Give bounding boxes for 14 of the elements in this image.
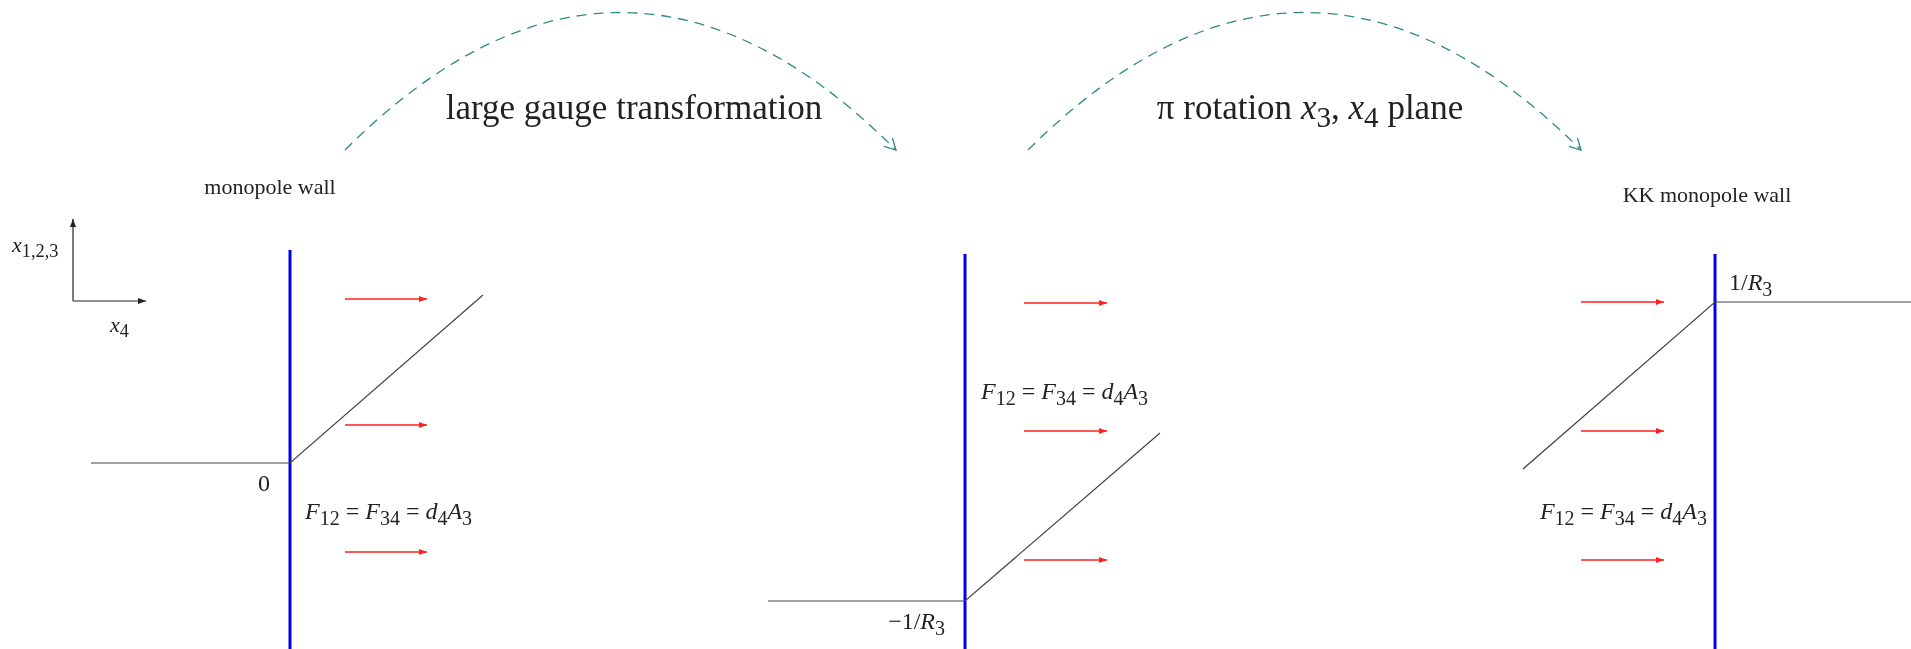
transformation-arrow [1027, 11, 1582, 151]
field-equation: F$_{12}$ = F$_{34}$ = d$_{4}$A$_{3}$ [981, 377, 1149, 410]
value-label: 0 [258, 469, 270, 497]
value-label: −1/R$_{3}$ [888, 607, 945, 640]
transformation-arrow [344, 11, 897, 151]
field-equation: F$_{12}$ = F$_{34}$ = d$_{4}$A$_{3}$ [1539, 497, 1707, 530]
field-equation: F$_{12}$ = F$_{34}$ = d$_{4}$A$_{3}$ [305, 497, 473, 530]
wall-name-label: monopole wall [204, 173, 336, 200]
axis-label: x$_{1,2,3}$ [12, 232, 59, 263]
axis-label: x$_{4}$ [110, 312, 129, 343]
edge-label: large gauge transformation [445, 88, 823, 128]
value-label: 1/R$_{3}$ [1729, 268, 1773, 301]
edge-label: π rotation x$_{3}$, x$_{4}$ plane [1156, 88, 1464, 134]
wall-name-label: KK monopole wall [1622, 181, 1792, 208]
